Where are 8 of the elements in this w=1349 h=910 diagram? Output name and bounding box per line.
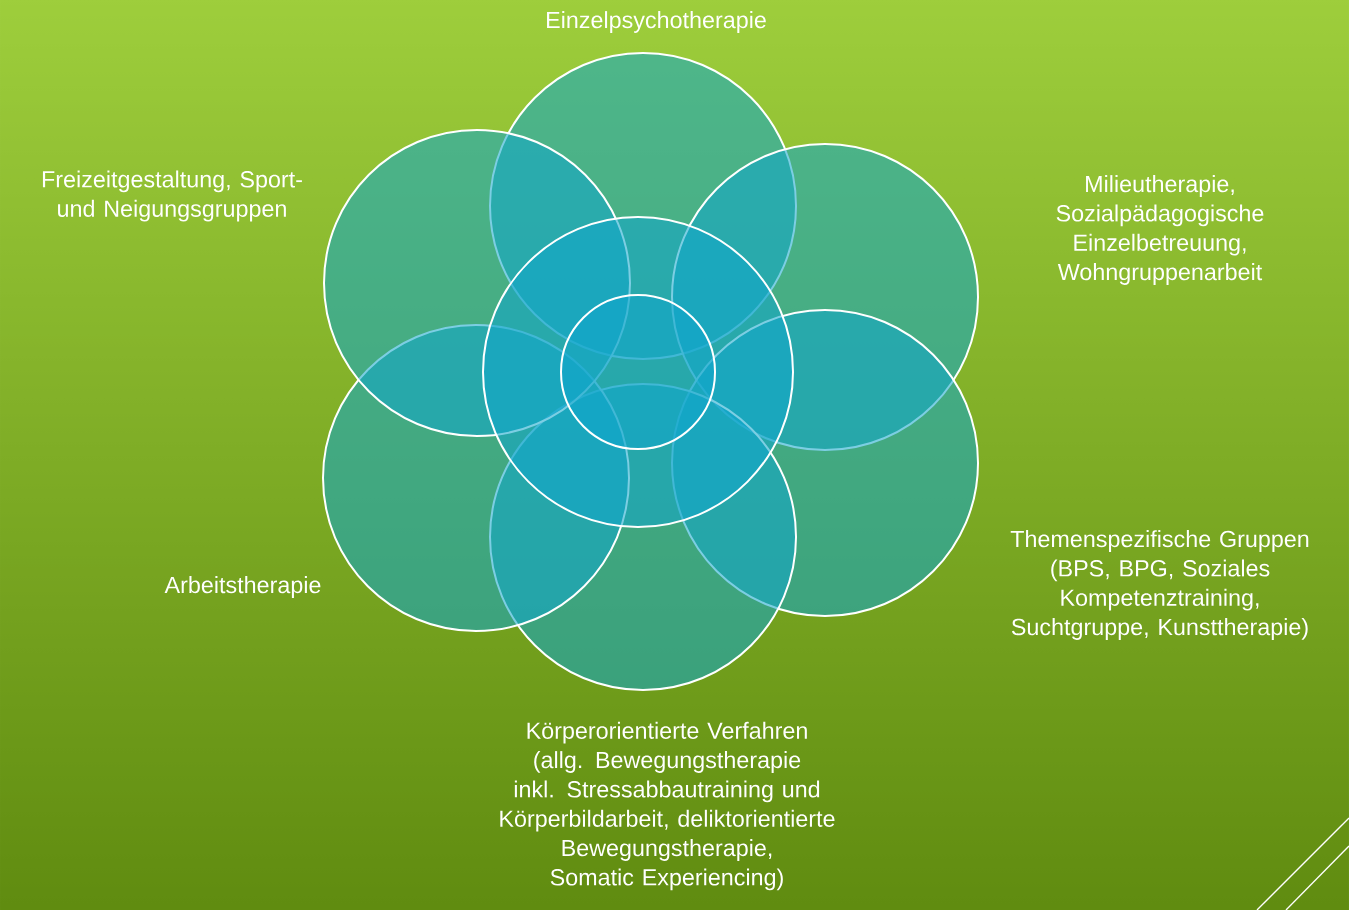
circle-label: Arbeitstherapie [164, 576, 321, 598]
circle-label: Milieutherapie, Sozialpädagogische Einzelbetreuung, Wohngruppenarbeit [1056, 175, 1264, 285]
circle-label: Körperorientierte Verfahren (allg. Bewegungstherapie inkl. Stressabbautraining und Körperbildarbeit, deliktorientierte Bewegungstherapie, Somatic Experiencing) [500, 721, 835, 891]
circle-label: Freizeitgestaltung, Sport- und Neigungsgruppen [42, 170, 302, 222]
circle [482, 216, 794, 528]
circle-label: Einzelpsychotherapie [547, 11, 766, 33]
circle [560, 294, 716, 450]
circle-label: Themenspezifische Gruppen (BPS, BPG, Soziales Kompetenztraining, Suchtgruppe, Kunsttherapie) [1010, 530, 1309, 640]
